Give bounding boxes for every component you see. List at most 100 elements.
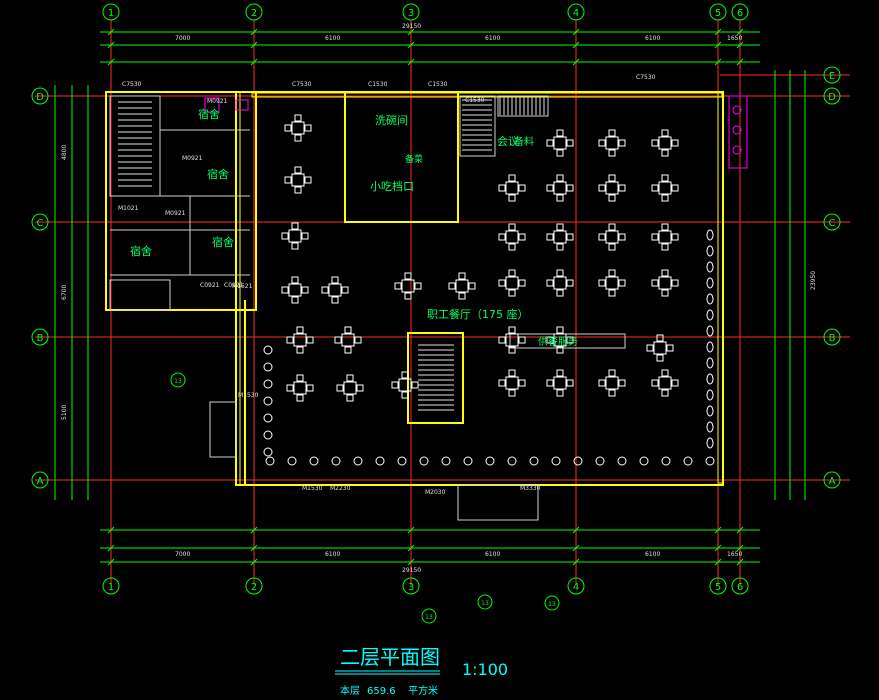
axis-bubble xyxy=(102,577,120,595)
bar-stool xyxy=(706,357,714,369)
door-tag: M1530 xyxy=(302,485,323,492)
dining-table xyxy=(658,181,672,195)
window-tag: C7530 xyxy=(292,81,312,88)
dining-chair xyxy=(556,289,564,297)
bar-stool xyxy=(529,456,539,466)
dining-chair xyxy=(598,379,606,387)
axis-label: A xyxy=(829,476,836,487)
axis-label: 2 xyxy=(251,582,257,593)
dining-chair xyxy=(661,174,669,182)
bar-stool xyxy=(263,396,273,406)
bar-stool xyxy=(706,325,714,337)
dim-top-seg-1: 7000 xyxy=(175,35,190,42)
dining-chair xyxy=(508,289,516,297)
axis-bubble xyxy=(731,577,749,595)
toilet-bowl xyxy=(732,125,742,135)
room-label-dorm-2: 宿舍 xyxy=(207,167,229,181)
window-band-north xyxy=(251,92,723,98)
dimension-tick xyxy=(714,58,722,66)
dining-table xyxy=(605,181,619,195)
dim-top-seg-2: 6100 xyxy=(325,35,340,42)
dining-chair xyxy=(346,394,354,402)
door-tag: M0921 xyxy=(165,210,186,217)
dining-table xyxy=(658,276,672,290)
dining-chair xyxy=(296,346,304,354)
dining-chair xyxy=(291,242,299,250)
axis-bubble xyxy=(823,213,841,231)
dining-chair xyxy=(656,354,664,362)
title-block: 二层平面图 1:100 本层 659.6 平方米 xyxy=(335,645,508,697)
bar-stool xyxy=(706,421,714,433)
dining-table xyxy=(658,376,672,390)
dining-chair xyxy=(546,233,554,241)
dimension-tick xyxy=(572,526,580,534)
dining-chair xyxy=(294,114,302,122)
dining-table xyxy=(553,230,567,244)
dining-chair xyxy=(508,174,516,182)
dining-chair xyxy=(671,279,679,287)
dining-chair xyxy=(401,391,409,399)
dining-chair xyxy=(294,186,302,194)
dining-table xyxy=(341,333,355,347)
bar-stool xyxy=(706,437,714,449)
dimension-tick xyxy=(407,544,415,552)
dining-chair xyxy=(331,296,339,304)
dimension-tick xyxy=(107,526,115,534)
dim-bottom-total: 29150 xyxy=(402,567,421,574)
bar-stool xyxy=(706,341,714,353)
window-band-west xyxy=(235,91,241,486)
window-tag: C0921 xyxy=(200,282,220,289)
bar-stool xyxy=(683,456,693,466)
area-unit: 平方米 xyxy=(408,684,438,697)
dining-chair xyxy=(498,279,506,287)
bar-stool xyxy=(309,456,319,466)
dining-chair xyxy=(661,243,669,251)
axis-label: 1 xyxy=(108,8,114,19)
dining-chair xyxy=(458,292,466,300)
dining-chair xyxy=(294,134,302,142)
dorm-wing-outer-wall xyxy=(105,91,257,311)
dining-chair xyxy=(498,233,506,241)
axis-bubble xyxy=(709,577,727,595)
dimension-tick xyxy=(736,526,744,534)
dimension-tick xyxy=(107,41,115,49)
dim-top-total: 29150 xyxy=(402,23,421,30)
bar-stool xyxy=(441,456,451,466)
bar-stool xyxy=(485,456,495,466)
dining-chair xyxy=(391,381,399,389)
dining-chair xyxy=(341,286,349,294)
dining-table xyxy=(505,230,519,244)
area-value: 659.6 xyxy=(367,686,396,697)
dining-chair xyxy=(334,336,342,344)
dimension-tick xyxy=(407,41,415,49)
dining-chair xyxy=(404,272,412,280)
door-tag: M1530 xyxy=(238,392,259,399)
dining-chair xyxy=(671,184,679,192)
dim-left-seg-1: 4800 xyxy=(61,145,68,160)
dimension-tick xyxy=(714,41,722,49)
dining-table xyxy=(288,283,302,297)
dining-chair xyxy=(608,174,616,182)
dining-chair xyxy=(404,292,412,300)
drawing-scale: 1:100 xyxy=(462,660,508,679)
dining-chair xyxy=(556,149,564,157)
dining-chair xyxy=(661,149,669,157)
dining-chair xyxy=(518,379,526,387)
dining-table xyxy=(505,276,519,290)
balcony xyxy=(109,279,171,311)
kitchen-block-wall xyxy=(344,91,459,223)
dining-chair xyxy=(498,379,506,387)
dimension-tick xyxy=(250,544,258,552)
dim-top-seg-3: 6100 xyxy=(485,35,500,42)
dining-table xyxy=(653,341,667,355)
axis-label: 5 xyxy=(715,8,721,19)
dining-chair xyxy=(618,184,626,192)
dining-chair xyxy=(508,369,516,377)
bar-stool xyxy=(639,456,649,466)
dining-chair xyxy=(518,184,526,192)
dining-chair xyxy=(344,326,352,334)
room-label-dorm-3: 宿舍 xyxy=(212,235,234,249)
dim-bottom-seg-1: 7000 xyxy=(175,551,190,558)
